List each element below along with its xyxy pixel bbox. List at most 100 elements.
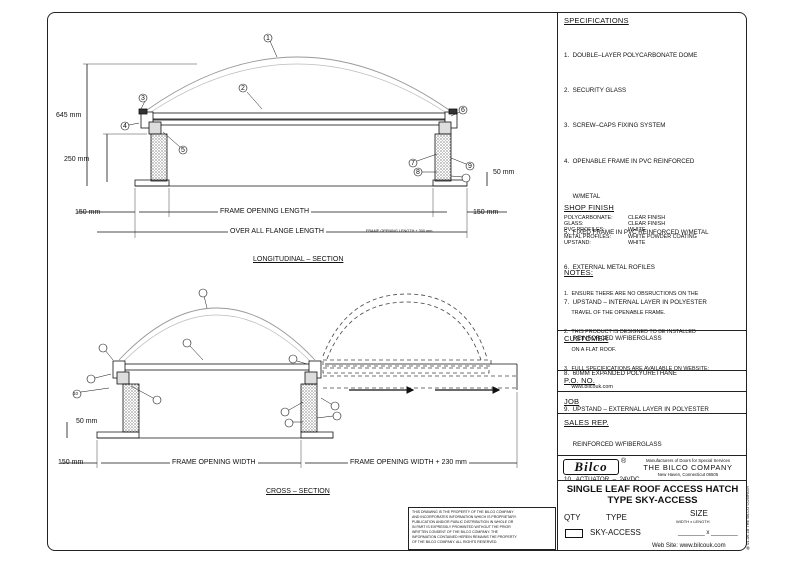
dim-flange-cross: 50 mm xyxy=(76,418,98,425)
note-line: 1. ENSURE THERE ARE NO OBSRUCTIONS ON TH… xyxy=(564,291,699,298)
note-line: TRAVEL OF THE OPENABLE FRAME. xyxy=(564,310,666,317)
shop-finish-panel: SHOP FINISH POLYCARBONATE: CLEAR FINISH G… xyxy=(558,203,753,246)
bilco-logo-text: Bilco xyxy=(574,459,608,474)
callout-2: 2 xyxy=(241,85,245,92)
spec-item: 8. 60MM EXPANDED POLYURETHANE xyxy=(564,370,677,378)
divider xyxy=(558,455,747,456)
callout-8: 8 xyxy=(416,169,420,176)
cross-section xyxy=(61,293,518,468)
spec-item: 10. ACTUATOR – 24VDC xyxy=(564,476,640,484)
spec-item: 2. SECURITY GLASS xyxy=(564,86,627,94)
divider xyxy=(558,480,747,481)
dim-left-cross: 150 mm xyxy=(58,459,84,466)
note-line: 2. THIS PRODUCT IS DESIGNED TO BE INSTAL… xyxy=(564,328,696,335)
dim-left: 150 mm xyxy=(75,209,101,216)
title-block: SINGLE LEAF ROOF ACCESS HATCH TYPE SKY-A… xyxy=(558,484,747,506)
disclaimer-line: OF THE BILCO COMPANY. ALL RIGHTS RESERVE… xyxy=(412,540,498,544)
size-value: ________ x ________ xyxy=(678,530,738,536)
finish-label: METAL PROFILES: xyxy=(564,233,612,240)
disclaimer-line: THIS DRAWING IS THE PROPERTY OF THE BILC… xyxy=(412,510,514,514)
finish-value: WHITE xyxy=(628,227,646,234)
spec-item: REINFORCED W/FIBERGLASS xyxy=(564,334,662,342)
specifications-panel: SPECIFICATIONS 1. DOUBLE–LAYER POLYCARBO… xyxy=(558,16,753,510)
frame-opening-width: FRAME OPENING WIDTH xyxy=(170,459,258,466)
finish-label: UPSTAND: xyxy=(564,239,591,246)
finish-value: WHITE xyxy=(628,239,646,246)
divider xyxy=(558,330,747,331)
panel-divider xyxy=(557,12,558,551)
type-label: TYPE xyxy=(606,513,627,522)
finish-label: PVC PROFILES: xyxy=(564,227,605,234)
callout-3: 3 xyxy=(141,95,145,102)
section-title-longitudinal: LONGITUDINAL – SECTION xyxy=(253,256,344,263)
brand-tagline: Manufacturers of Doors for Special Servi… xyxy=(645,458,731,463)
size-sublabel: WIDTH x LENGTH xyxy=(676,519,710,524)
note-line: 3. FULL SPECIFICATIONS ARE AVAILABLE ON … xyxy=(564,365,710,372)
po-number-field: P.O. NO. xyxy=(564,376,596,385)
spec-item: REINFORCED W/FIBERGLASS xyxy=(564,440,662,448)
company-location: New Haven, Connecticut 06505 xyxy=(657,472,719,477)
specs-heading: SPECIFICATIONS xyxy=(564,16,629,25)
section-title-cross: CROSS – SECTION xyxy=(266,488,330,495)
spec-item: W/METAL xyxy=(564,193,601,201)
bilco-logo: Bilco xyxy=(563,459,619,475)
disclaimer-box: THIS DRAWING IS THE PROPERTY OF THE BILC… xyxy=(408,507,556,550)
size-label: SIZE xyxy=(690,509,708,518)
customer-field: CUSTOMER xyxy=(564,334,609,343)
spec-item: 4. OPENABLE FRAME IN PVC REINFORCED xyxy=(564,157,695,165)
website-link[interactable]: Web Site: www.bilcouk.com xyxy=(652,543,726,549)
disclaimer-line: WRITTEN CONSENT OF THE BILCO COMPANY. TH… xyxy=(412,530,499,534)
job-field: JOB xyxy=(564,397,580,406)
frame-opening-width-plus: FRAME OPENING WIDTH + 230 mm xyxy=(348,459,469,466)
spec-item: 1. DOUBLE–LAYER POLYCARBONATE DOME xyxy=(564,51,698,59)
notes-panel: NOTES: 1. ENSURE THERE ARE NO OBSRUCTION… xyxy=(558,268,753,403)
spec-item: 7. UPSTAND – INTERNAL LAYER IN POLYESTER xyxy=(564,299,707,307)
divider xyxy=(558,370,747,371)
callout-10: 10 xyxy=(73,391,79,396)
disclaimer-line: PUBLICATION AND/OR PUBLIC DISTRIBUTION I… xyxy=(412,520,514,524)
flange-formula: FRAME OPENING LENGTH + 300 mm xyxy=(366,229,433,233)
finish-heading: SHOP FINISH xyxy=(564,203,614,212)
finish-value: CLEAR FINISH xyxy=(628,215,666,221)
company-name: THE BILCO COMPANY xyxy=(643,463,733,472)
callout-9: 9 xyxy=(468,163,472,170)
drawing-title: SINGLE LEAF ROOF ACCESS HATCH xyxy=(566,484,739,495)
copyright-text: @ 01-06-18 THE BILCO COMPANY xyxy=(745,485,750,550)
disclaimer-line: INFORMATION CONTAINED HEREIN REMAINS THE… xyxy=(412,535,517,539)
dim-height-total: 645 mm xyxy=(56,112,82,119)
spec-item: 6. EXTERNAL METAL ROFILES xyxy=(564,263,655,271)
qty-label: QTY xyxy=(564,513,581,522)
notes-heading: NOTES: xyxy=(564,268,594,277)
sales-rep-field: SALES REP. xyxy=(564,418,609,427)
frame-opening-length: FRAME OPENING LENGTH xyxy=(218,208,312,215)
dim-flange: 50 mm xyxy=(493,169,515,176)
long-callouts xyxy=(120,33,475,183)
finish-value: CLEAR FINISH xyxy=(628,221,666,228)
callout-1: 1 xyxy=(266,35,270,42)
qty-box[interactable] xyxy=(565,529,583,538)
disclaimer-line: AND INCORPORATES INFORMATION WHICH IS PR… xyxy=(412,515,517,519)
drawing-subtitle: TYPE SKY-ACCESS xyxy=(607,495,698,506)
product-name: SKY-ACCESS xyxy=(590,528,641,537)
divider xyxy=(558,391,747,392)
divider xyxy=(558,413,747,414)
over-all-flange-length: OVER ALL FLANGE LENGTH xyxy=(228,228,326,235)
finish-label: POLYCARBONATE: xyxy=(564,215,613,221)
spec-item: 3. SCREW–CAPS FIXING SYSTEM xyxy=(564,122,666,130)
brand-info: Manufacturers of Doors for Special Servi… xyxy=(632,458,744,477)
longitudinal-section xyxy=(77,40,507,238)
spec-item: 9. UPSTAND – EXTERNAL LAYER IN POLYESTER xyxy=(564,405,709,413)
cross-callouts xyxy=(72,288,342,428)
registered-mark: ® xyxy=(621,458,627,465)
technical-drawing xyxy=(61,33,518,468)
copyright-vertical: @ 01-06-18 THE BILCO COMPANY xyxy=(745,470,755,550)
callout-6: 6 xyxy=(461,107,465,114)
callout-5: 5 xyxy=(181,147,185,154)
note-line: ON A FLAT ROOF. xyxy=(564,347,617,354)
disclaimer-line: IN PART IS EXPRESSLY PROHIBITED WITHOUT … xyxy=(412,525,511,529)
dim-right: 150 mm xyxy=(473,209,499,216)
finish-label: GLASS: xyxy=(564,221,584,228)
callout-4: 4 xyxy=(123,123,127,130)
dim-upstand: 250 mm xyxy=(64,156,90,163)
spec-item: 5. FIXED FRAME IN PVC REINFORCED W/METAL xyxy=(564,228,709,236)
